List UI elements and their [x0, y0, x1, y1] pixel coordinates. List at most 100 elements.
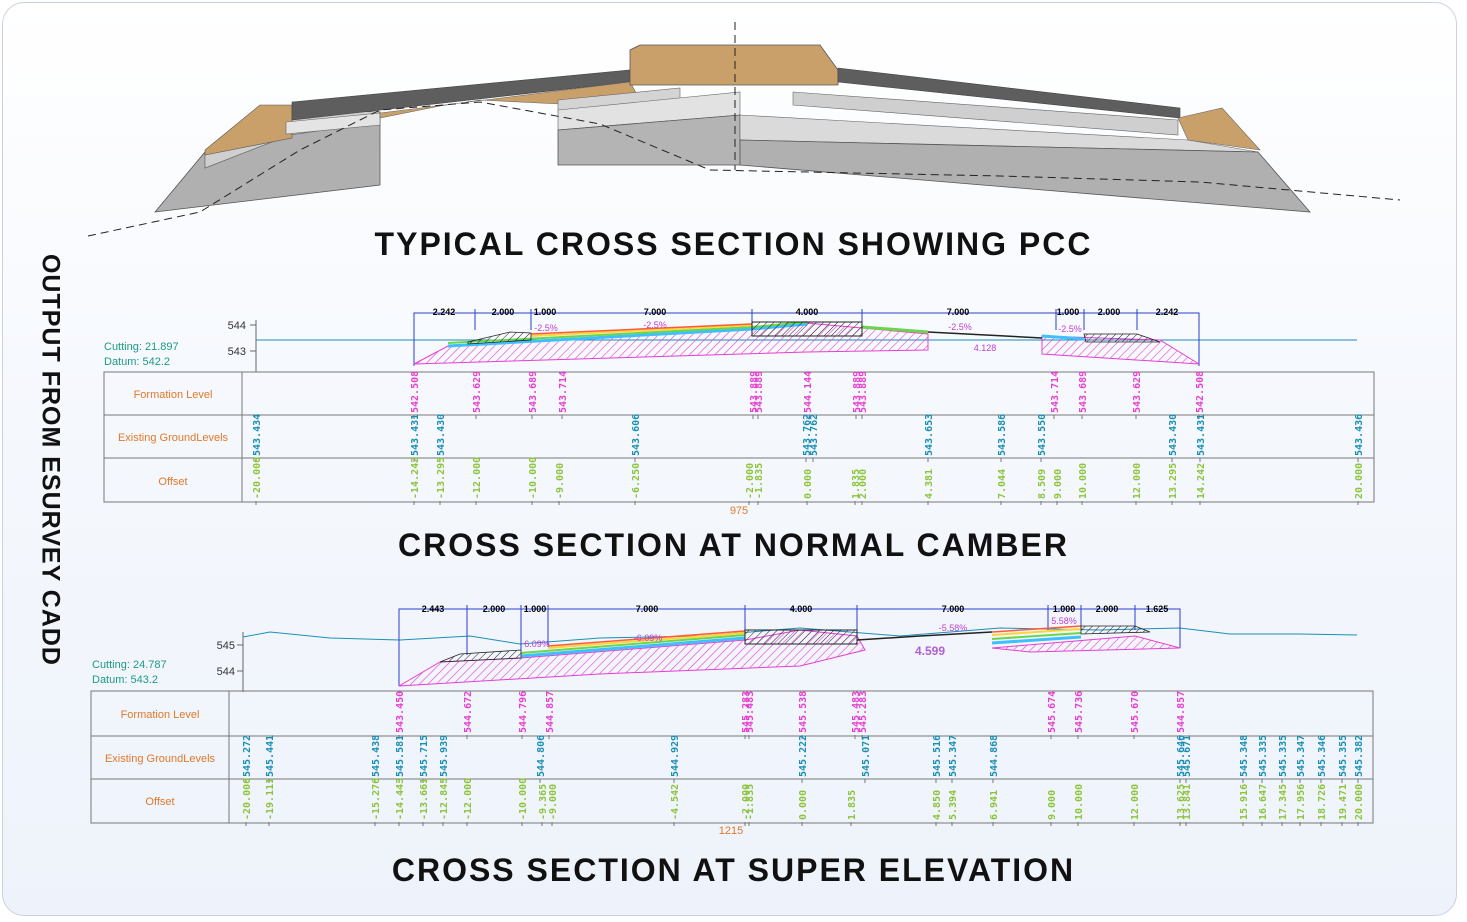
dimension-label: 1.000 [1053, 604, 1076, 614]
table-value: 543.606 [631, 414, 642, 456]
table-value: -1.835 [745, 784, 756, 820]
table-value: 543.762 [802, 414, 813, 456]
table-value: 17.956 [1296, 784, 1307, 820]
table-value: -1.835 [754, 463, 765, 499]
table-value: 15.916 [1239, 784, 1250, 820]
table-value: 545.483 [851, 691, 862, 733]
table-value: 544.672 [463, 691, 474, 733]
table-value: 545.674 [1047, 691, 1058, 733]
dimension-label: 2.443 [422, 604, 445, 614]
slope-label: -2.5% [534, 323, 558, 333]
datum-level: Datum: 543.2 [92, 674, 158, 686]
table-value: 10.000 [1078, 463, 1089, 499]
table-value: 543.450 [395, 691, 406, 733]
table-value: -14.242 [410, 457, 421, 499]
slope-label: 5.58% [1051, 616, 1077, 626]
table-value: 18.726 [1317, 784, 1328, 820]
table-value: 0.000 [798, 790, 809, 820]
table-value: 543.889 [858, 371, 869, 413]
dimension-label: 2.000 [483, 604, 506, 614]
table-value: 4.850 [932, 790, 943, 820]
table-value: 545.355 [1338, 735, 1349, 777]
table-value: 542.508 [410, 371, 421, 413]
table-value: 4.381 [924, 469, 935, 499]
table-value: -12.000 [472, 457, 483, 499]
level-label: 544 [228, 320, 246, 332]
table-value: 543.430 [1168, 414, 1179, 456]
width-note: 4.599 [915, 644, 945, 658]
table-value: -9.000 [555, 463, 566, 499]
table-value: 13.295 [1168, 463, 1179, 499]
table-value: 543.629 [472, 371, 483, 413]
table-value: 543.430 [436, 414, 447, 456]
table-value: -4.542 [670, 784, 681, 820]
super-offset-values: -20.000-19.111-15.276-14.443-13.661-12.8… [242, 778, 1365, 826]
table-value: 9.000 [1047, 790, 1058, 820]
dimension-label: 2.000 [1098, 307, 1121, 317]
dimension-label: 1.625 [1146, 604, 1169, 614]
table-value: 545.939 [439, 735, 450, 777]
dimension-label: 1.000 [524, 604, 547, 614]
table-value: 545.283 [858, 691, 869, 733]
table-value: 543.689 [1078, 371, 1089, 413]
table-value: 544.857 [1176, 691, 1187, 733]
table-value: 543.431 [1196, 414, 1207, 456]
dimension-label: 7.000 [636, 604, 659, 614]
table-value: 1.835 [847, 790, 858, 820]
table-value: 19.471 [1338, 784, 1349, 820]
table-value: 544.857 [545, 691, 556, 733]
table-value: 545.348 [1239, 735, 1250, 777]
table-value: -2.000 [741, 784, 752, 820]
table-value: -14.443 [395, 778, 406, 820]
table-value: 545.438 [371, 735, 382, 777]
table-value: 545.347 [948, 735, 959, 777]
dimension-label: 2.242 [433, 307, 456, 317]
table-value: 545.272 [242, 735, 253, 777]
table-value: 20.000 [1354, 784, 1365, 820]
table-value: 545.671 [1182, 735, 1193, 777]
row-label-offset: Offset [158, 476, 187, 488]
table-value: 545.222 [798, 735, 809, 777]
dimension-label: 1.000 [534, 307, 557, 317]
table-value: 20.000 [1354, 463, 1365, 499]
table-value: 545.736 [1074, 691, 1085, 733]
table-value: 543.889 [852, 371, 863, 413]
table-value: 545.283 [741, 691, 752, 733]
slope-label: -2.5% [643, 320, 667, 330]
typical-section-title: TYPICAL CROSS SECTION SHOWING PCC [374, 226, 1093, 262]
table-value: 13.625 [1176, 784, 1187, 820]
table-value: -10.000 [528, 457, 539, 499]
table-value: 13.841 [1182, 784, 1193, 820]
table-value: 542.508 [1195, 371, 1206, 413]
table-value: 543.436 [1354, 414, 1365, 456]
table-value: 544.144 [803, 371, 814, 413]
dimension-label: 7.000 [942, 604, 965, 614]
table-value: 9.000 [1053, 469, 1064, 499]
chainage-label: 1215 [719, 825, 743, 837]
table-value: -13.661 [419, 778, 430, 820]
table-value: 544.806 [536, 735, 547, 777]
normal-offset-values: -20.000 -14.242 -13.295 -12.000 -10.000 -9.00… [252, 457, 1365, 505]
slope-label: -6.09% [634, 633, 663, 643]
table-value: 7.044 [997, 469, 1008, 499]
table-value: -20.000 [252, 457, 263, 499]
chainage-label: 975 [730, 505, 748, 517]
table-value: 1.835 [851, 469, 862, 499]
table-value: -20.000 [242, 778, 253, 820]
row-label-formation: Formation Level [134, 389, 213, 401]
table-value: 543.653 [924, 414, 935, 456]
slope-label: -5.58% [939, 623, 968, 633]
table-value: -9.365 [538, 784, 549, 820]
super-elevation-title: CROSS SECTION AT SUPER ELEVATION [391, 852, 1076, 888]
table-value: 545.715 [419, 735, 430, 777]
table-value: -13.295 [436, 457, 447, 499]
table-value: 543.431 [410, 414, 421, 456]
row-label-ground: Existing GroundLevels [118, 432, 229, 444]
dimension-label: 2.000 [492, 307, 515, 317]
table-value: 543.889 [754, 371, 765, 413]
table-value: 12.000 [1130, 784, 1141, 820]
table-value: 545.538 [798, 691, 809, 733]
table-value: 17.345 [1278, 784, 1289, 820]
